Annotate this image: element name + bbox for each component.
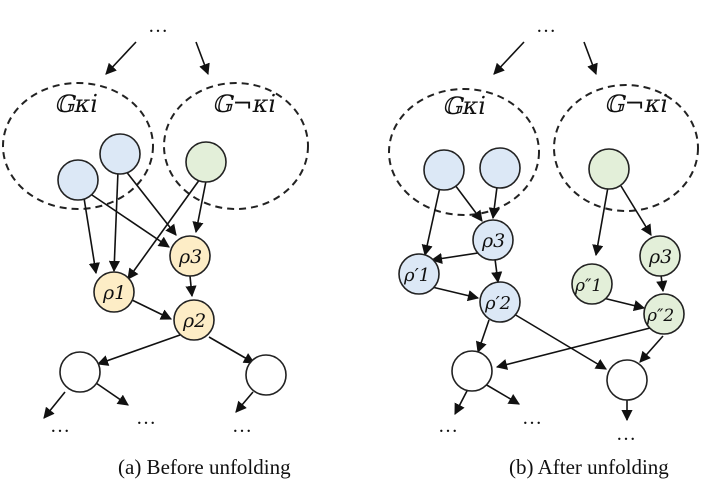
caption-b: (b) After unfolding [509, 455, 669, 479]
node-b-rho2-double-prime-label: ρ″2 [646, 306, 674, 326]
edge-a [208, 336, 255, 364]
node-a-rho1-label: ρ1 [102, 282, 126, 304]
edge-b [431, 286, 480, 302]
edge-a [131, 299, 173, 320]
node-a-rho3-label: ρ3 [178, 246, 202, 268]
edge-a [83, 197, 100, 275]
edge-a [96, 334, 181, 366]
panel-a-top-ellipsis: … [148, 15, 168, 37]
cluster-a-kappa [2, 82, 154, 210]
edge-b [454, 184, 483, 222]
node-b-green [588, 148, 630, 190]
edge-a [192, 180, 207, 234]
cluster-b-not-kappa-label: 𝔾¬κi [604, 90, 668, 118]
node-a-rho3 [169, 235, 211, 277]
node-b-rho3-green [639, 235, 681, 277]
edge-b [475, 319, 490, 354]
edge-b [592, 186, 609, 257]
panel-a: … 𝔾κi 𝔾¬κi ρ3 ρ1 ρ2 … [2, 15, 309, 479]
panel-a-ellipsis-1: … [50, 415, 70, 437]
node-b-rho2-prime-label: ρ′2 [484, 293, 511, 314]
edge-b [488, 186, 500, 220]
edge-a [127, 178, 201, 280]
node-a-out-right [245, 354, 287, 396]
edge-a [88, 192, 170, 248]
node-a-rho2 [173, 299, 215, 341]
panel-b-top-ellipsis: … [536, 15, 556, 37]
node-b-blue-left [423, 149, 465, 191]
panel-b-ellipsis-3: … [616, 423, 636, 445]
panel-b: … 𝔾κi 𝔾¬κi ρ3 ρ′1 ρ′2 [388, 15, 699, 479]
node-b-rho2-prime [479, 281, 521, 323]
node-b-rho1-prime [398, 253, 440, 295]
edge-a-top-left [105, 41, 137, 75]
node-b-rho3-green-label: ρ3 [648, 246, 672, 268]
edge-b [484, 383, 520, 405]
edge-b-top-right [583, 41, 598, 76]
panel-a-ellipsis-2: … [136, 407, 156, 429]
cluster-a-not-kappa [163, 82, 309, 210]
caption-a: (a) Before unfolding [118, 455, 291, 479]
edge-b [656, 274, 668, 293]
node-b-rho3-blue-label: ρ3 [481, 230, 505, 252]
edge-a [235, 391, 254, 413]
edge-a [108, 170, 120, 273]
edge-a [124, 169, 177, 236]
node-a-blue-right [99, 133, 141, 175]
node-b-rho1-prime-label: ρ′1 [403, 265, 430, 286]
edge-a [43, 391, 66, 419]
node-b-rho1-double-prime-label: ρ″1 [574, 276, 602, 296]
edge-b [513, 313, 607, 370]
edge-a [185, 275, 197, 298]
cluster-a-not-kappa-label: 𝔾¬κi [212, 90, 276, 118]
edge-a-top-right [195, 41, 210, 76]
node-b-rho2-double-prime [643, 293, 685, 335]
node-b-out-left [451, 350, 493, 392]
cluster-b-kappa [388, 88, 540, 216]
edge-b-top-left [493, 41, 525, 75]
node-a-out-left [59, 351, 101, 393]
panel-a-ellipsis-3: … [232, 415, 252, 437]
node-b-out-right [606, 359, 648, 401]
node-a-rho1 [93, 271, 135, 313]
node-a-rho2-label: ρ2 [182, 310, 206, 332]
node-b-rho1-double-prime [571, 263, 613, 305]
edge-b [639, 335, 664, 363]
edge-b [491, 258, 503, 284]
edge-b [620, 185, 652, 236]
node-b-blue-right [479, 147, 521, 189]
panel-b-ellipsis-1: … [438, 415, 458, 437]
node-a-green [185, 141, 227, 183]
edge-b [495, 327, 651, 370]
node-a-blue-left [57, 159, 99, 201]
node-b-rho3-blue [472, 219, 514, 261]
cluster-b-not-kappa [553, 84, 699, 212]
edge-b [421, 186, 441, 257]
edge-b [454, 388, 469, 415]
panel-b-ellipsis-2: … [522, 407, 542, 429]
cluster-b-kappa-label: 𝔾κi [442, 92, 486, 120]
cluster-a-kappa-label: 𝔾κi [54, 90, 98, 118]
edge-a [95, 382, 129, 406]
